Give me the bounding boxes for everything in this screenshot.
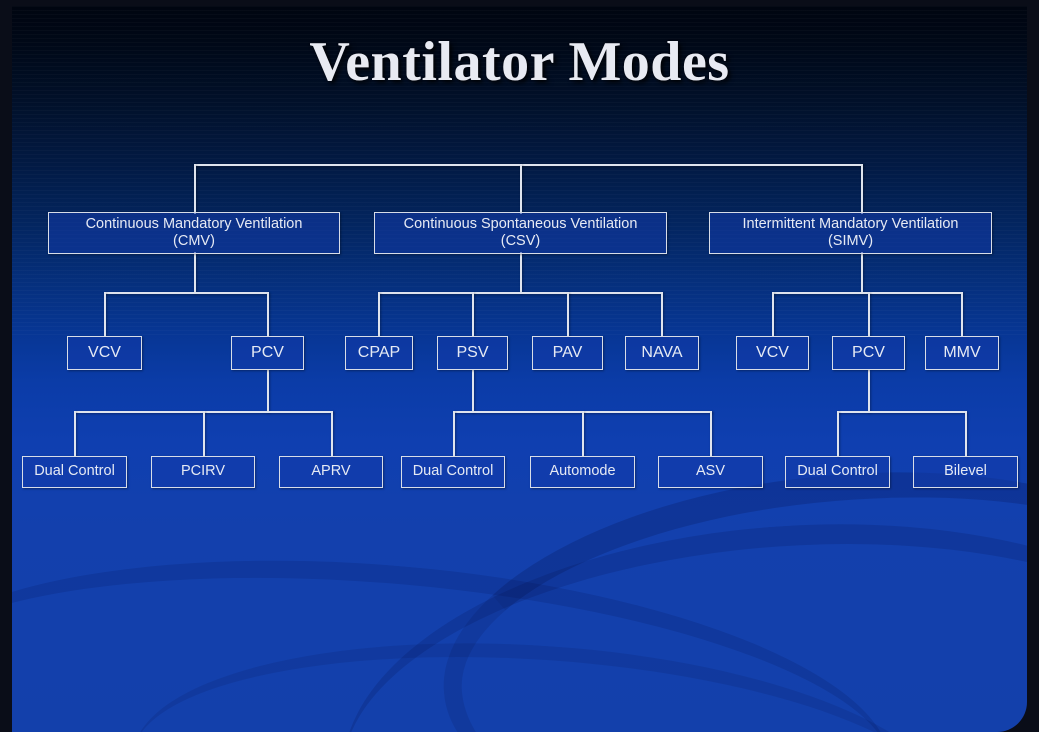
node-cmv-pcv-dual-control-label: Dual Control <box>34 463 115 480</box>
connector-psv-to-dual-control <box>453 411 455 457</box>
node-csv-line1: Continuous Spontaneous Ventilation <box>403 215 638 232</box>
connector-csv-to-nava <box>661 292 663 336</box>
connector-pcv-cmv-down <box>267 370 269 412</box>
node-simv-pcv-dual-control[interactable]: Dual Control <box>785 456 890 488</box>
node-csv-cpap[interactable]: CPAP <box>345 336 413 370</box>
node-simv[interactable]: Intermittent Mandatory Ventilation (SIMV… <box>709 212 992 254</box>
node-cmv-pcv[interactable]: PCV <box>231 336 304 370</box>
node-simv-vcv[interactable]: VCV <box>736 336 809 370</box>
connector-pcv-simv-to-bilevel <box>965 411 967 457</box>
node-csv[interactable]: Continuous Spontaneous Ventilation (CSV) <box>374 212 667 254</box>
node-cmv-pcv-label: PCV <box>251 343 284 361</box>
connector-simv-to-mmv <box>961 292 963 336</box>
node-csv-nava[interactable]: NAVA <box>625 336 699 370</box>
node-psv-dual-control-label: Dual Control <box>412 463 494 480</box>
connector-csv-to-pav <box>567 292 569 336</box>
connector-cmv-down <box>194 252 196 293</box>
connector-cmv-bus <box>104 292 268 294</box>
connector-csv-to-psv <box>472 292 474 336</box>
node-csv-pav[interactable]: PAV <box>532 336 603 370</box>
node-cmv-line1: Continuous Mandatory Ventilation <box>85 215 303 232</box>
node-csv-psv-label: PSV <box>456 343 489 361</box>
node-csv-pav-label: PAV <box>552 343 583 361</box>
node-csv-line2: (CSV) <box>500 233 541 249</box>
connector-root-to-cmv <box>194 164 196 214</box>
node-cmv-pcv-dual-control[interactable]: Dual Control <box>22 456 127 488</box>
connector-simv-bus <box>772 292 962 294</box>
node-cmv-vcv[interactable]: VCV <box>67 336 142 370</box>
node-psv-automode[interactable]: Automode <box>530 456 635 488</box>
node-cmv-pcv-aprv-label: APRV <box>311 463 351 480</box>
connector-simv-to-pcv <box>868 292 870 336</box>
connector-pcv-cmv-to-dual-control <box>74 411 76 457</box>
node-csv-cpap-label: CPAP <box>357 343 401 361</box>
connector-cmv-to-pcv <box>267 292 269 336</box>
node-cmv-pcv-pcirv-label: PCIRV <box>180 463 226 480</box>
connector-simv-to-vcv <box>772 292 774 336</box>
node-simv-mmv-label: MMV <box>943 343 981 361</box>
node-simv-pcv-bilevel-label: Bilevel <box>944 463 987 480</box>
slide-canvas: Ventilator Modes <box>12 6 1027 732</box>
connector-pcv-cmv-to-pcirv <box>203 411 205 457</box>
node-simv-vcv-label: VCV <box>756 343 789 361</box>
node-cmv-pcv-aprv[interactable]: APRV <box>279 456 383 488</box>
connector-cmv-to-vcv <box>104 292 106 336</box>
connector-csv-down <box>520 252 522 293</box>
node-simv-pcv-bilevel[interactable]: Bilevel <box>913 456 1018 488</box>
node-csv-psv[interactable]: PSV <box>437 336 508 370</box>
node-simv-pcv-dual-control-label: Dual Control <box>797 463 878 480</box>
node-cmv-vcv-label: VCV <box>88 343 121 361</box>
node-psv-asv-label: ASV <box>695 463 725 480</box>
connector-csv-to-cpap <box>378 292 380 336</box>
node-simv-mmv[interactable]: MMV <box>925 336 999 370</box>
node-simv-line1: Intermittent Mandatory Ventilation <box>742 215 959 232</box>
connector-psv-to-automode <box>582 411 584 457</box>
connector-root-to-csv <box>520 164 522 214</box>
node-cmv-line2: (CMV) <box>173 233 215 249</box>
node-psv-automode-label: Automode <box>549 463 616 480</box>
connector-pcv-simv-to-dual-control <box>837 411 839 457</box>
connector-csv-bus <box>378 292 662 294</box>
ventilator-modes-tree: Continuous Mandatory Ventilation (CMV) C… <box>12 6 1027 732</box>
connector-psv-down <box>472 370 474 412</box>
node-simv-line2: (SIMV) <box>827 233 874 249</box>
node-csv-nava-label: NAVA <box>641 343 683 361</box>
connector-pcv-cmv-to-aprv <box>331 411 333 457</box>
connector-root-bus <box>194 164 863 166</box>
connector-psv-to-asv <box>710 411 712 457</box>
node-psv-dual-control[interactable]: Dual Control <box>401 456 505 488</box>
connector-pcv-simv-bus <box>837 411 966 413</box>
connector-simv-down <box>861 252 863 293</box>
connector-pcv-simv-down <box>868 370 870 412</box>
page-title: Ventilator Modes <box>309 31 730 93</box>
node-cmv[interactable]: Continuous Mandatory Ventilation (CMV) <box>48 212 340 254</box>
node-simv-pcv-label: PCV <box>852 343 885 361</box>
node-simv-pcv[interactable]: PCV <box>832 336 905 370</box>
connector-root-to-simv <box>861 164 863 214</box>
node-cmv-pcv-pcirv[interactable]: PCIRV <box>151 456 255 488</box>
node-psv-asv[interactable]: ASV <box>658 456 763 488</box>
